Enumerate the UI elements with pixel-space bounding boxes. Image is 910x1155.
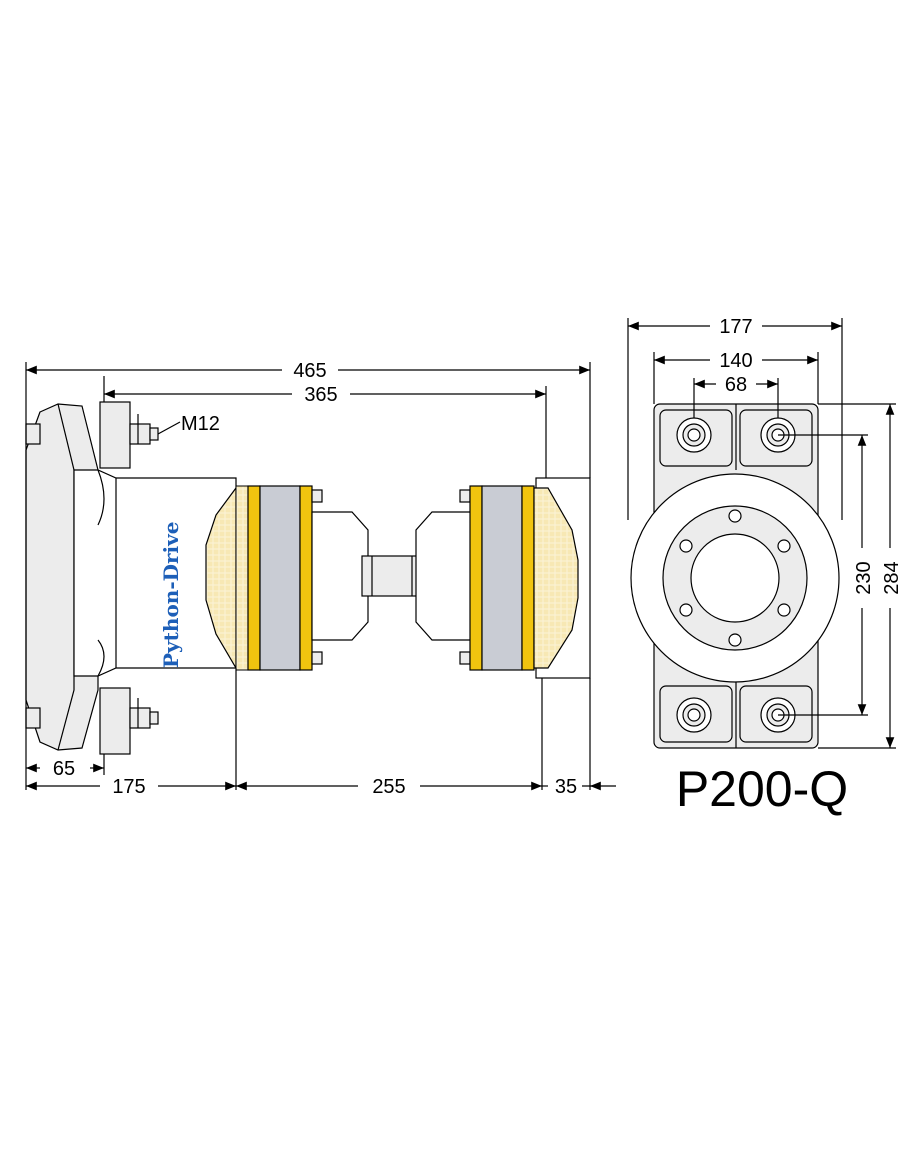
dim-shaft-length: 255 [372, 776, 405, 798]
dim-outer-height: 284 [881, 561, 903, 594]
side-view: Python-Drive [25, 360, 616, 798]
end-view: 177 140 68 230 284 P200-Q [627, 316, 903, 817]
model-label: P200-Q [676, 761, 848, 817]
left-coupling [205, 485, 369, 671]
intermediate-shaft [361, 555, 423, 597]
bearing-disc [630, 473, 840, 683]
thread-label: M12 [181, 413, 220, 435]
extension-lines [25, 362, 591, 790]
dim-bolt-spacing-outer: 140 [719, 350, 752, 372]
dim-mount-span: 365 [304, 384, 337, 406]
end-extension-lines [627, 318, 896, 749]
dim-flange-width: 65 [53, 758, 75, 780]
dim-outer-width: 177 [719, 316, 752, 338]
dim-bearing-offset: 175 [112, 776, 145, 798]
bearing-housing [73, 469, 237, 677]
dim-bolt-spacing-inner: 68 [725, 374, 747, 396]
dim-bolt-spacing-vertical: 230 [853, 561, 875, 594]
dim-overall-length: 465 [293, 360, 326, 382]
dim-end-offset: 35 [555, 776, 577, 798]
brand-label: Python-Drive [159, 522, 183, 668]
thread-leader [157, 421, 181, 435]
right-coupling [415, 477, 591, 679]
